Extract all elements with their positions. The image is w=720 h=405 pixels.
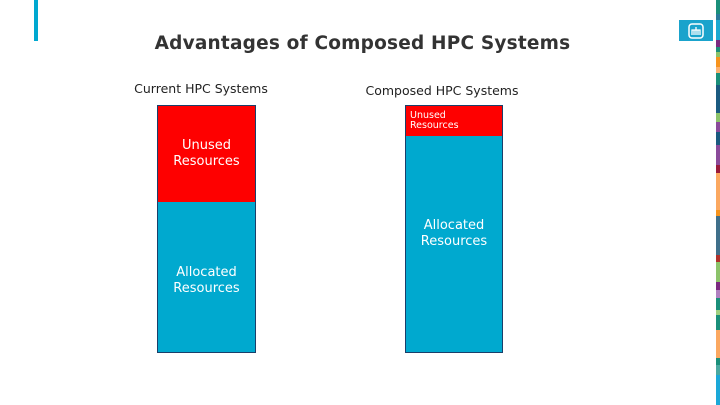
- unused-resources-segment: Unused Resources: [158, 106, 255, 202]
- decorative-color-stripe: [716, 0, 720, 405]
- stripe-segment: [716, 375, 720, 405]
- stripe-segment: [716, 113, 720, 122]
- stripe-segment: [716, 52, 720, 57]
- stripe-segment: [716, 173, 720, 210]
- stripe-segment: [716, 67, 720, 73]
- stripe-segment: [716, 122, 720, 132]
- stripe-segment: [716, 47, 720, 52]
- stripe-segment: [716, 262, 720, 282]
- stripe-segment: [716, 365, 720, 375]
- stripe-segment: [716, 216, 720, 255]
- allocated-label: Allocated Resources: [420, 217, 488, 249]
- stripe-segment: [716, 85, 720, 113]
- stripe-segment: [716, 14, 720, 20]
- current-systems-label: Current HPC Systems: [134, 81, 268, 96]
- slide-title: Advantages of Composed HPC Systems: [154, 33, 571, 54]
- current-systems-bar: Unused Resources Allocated Resources: [157, 105, 256, 353]
- stripe-segment: [716, 315, 720, 330]
- stripe-segment: [716, 310, 720, 315]
- composed-systems-bar: Unused Resources Allocated Resources: [405, 105, 503, 353]
- stripe-segment: [716, 330, 720, 358]
- stripe-segment: [716, 132, 720, 145]
- allocated-resources-segment: Allocated Resources: [158, 201, 255, 352]
- stripe-segment: [716, 282, 720, 290]
- thunderbird-logo-icon: [679, 20, 713, 41]
- stripe-segment: [716, 358, 720, 365]
- stripe-segment: [716, 298, 720, 310]
- stripe-segment: [716, 145, 720, 165]
- stripe-segment: [716, 210, 720, 216]
- accent-bar: [34, 0, 38, 41]
- stripe-segment: [716, 0, 720, 14]
- stripe-segment: [716, 165, 720, 173]
- allocated-resources-segment: Allocated Resources: [406, 135, 502, 352]
- stripe-segment: [716, 57, 720, 67]
- unused-label: Unused Resources: [410, 109, 459, 131]
- unused-label: Unused Resources: [173, 137, 240, 169]
- unused-resources-segment: Unused Resources: [406, 106, 502, 136]
- stripe-segment: [716, 73, 720, 85]
- composed-systems-label: Composed HPC Systems: [365, 83, 519, 98]
- stripe-segment: [716, 20, 720, 40]
- allocated-label: Allocated Resources: [173, 264, 240, 296]
- stripe-segment: [716, 290, 720, 298]
- stripe-segment: [716, 255, 720, 262]
- stripe-segment: [716, 40, 720, 47]
